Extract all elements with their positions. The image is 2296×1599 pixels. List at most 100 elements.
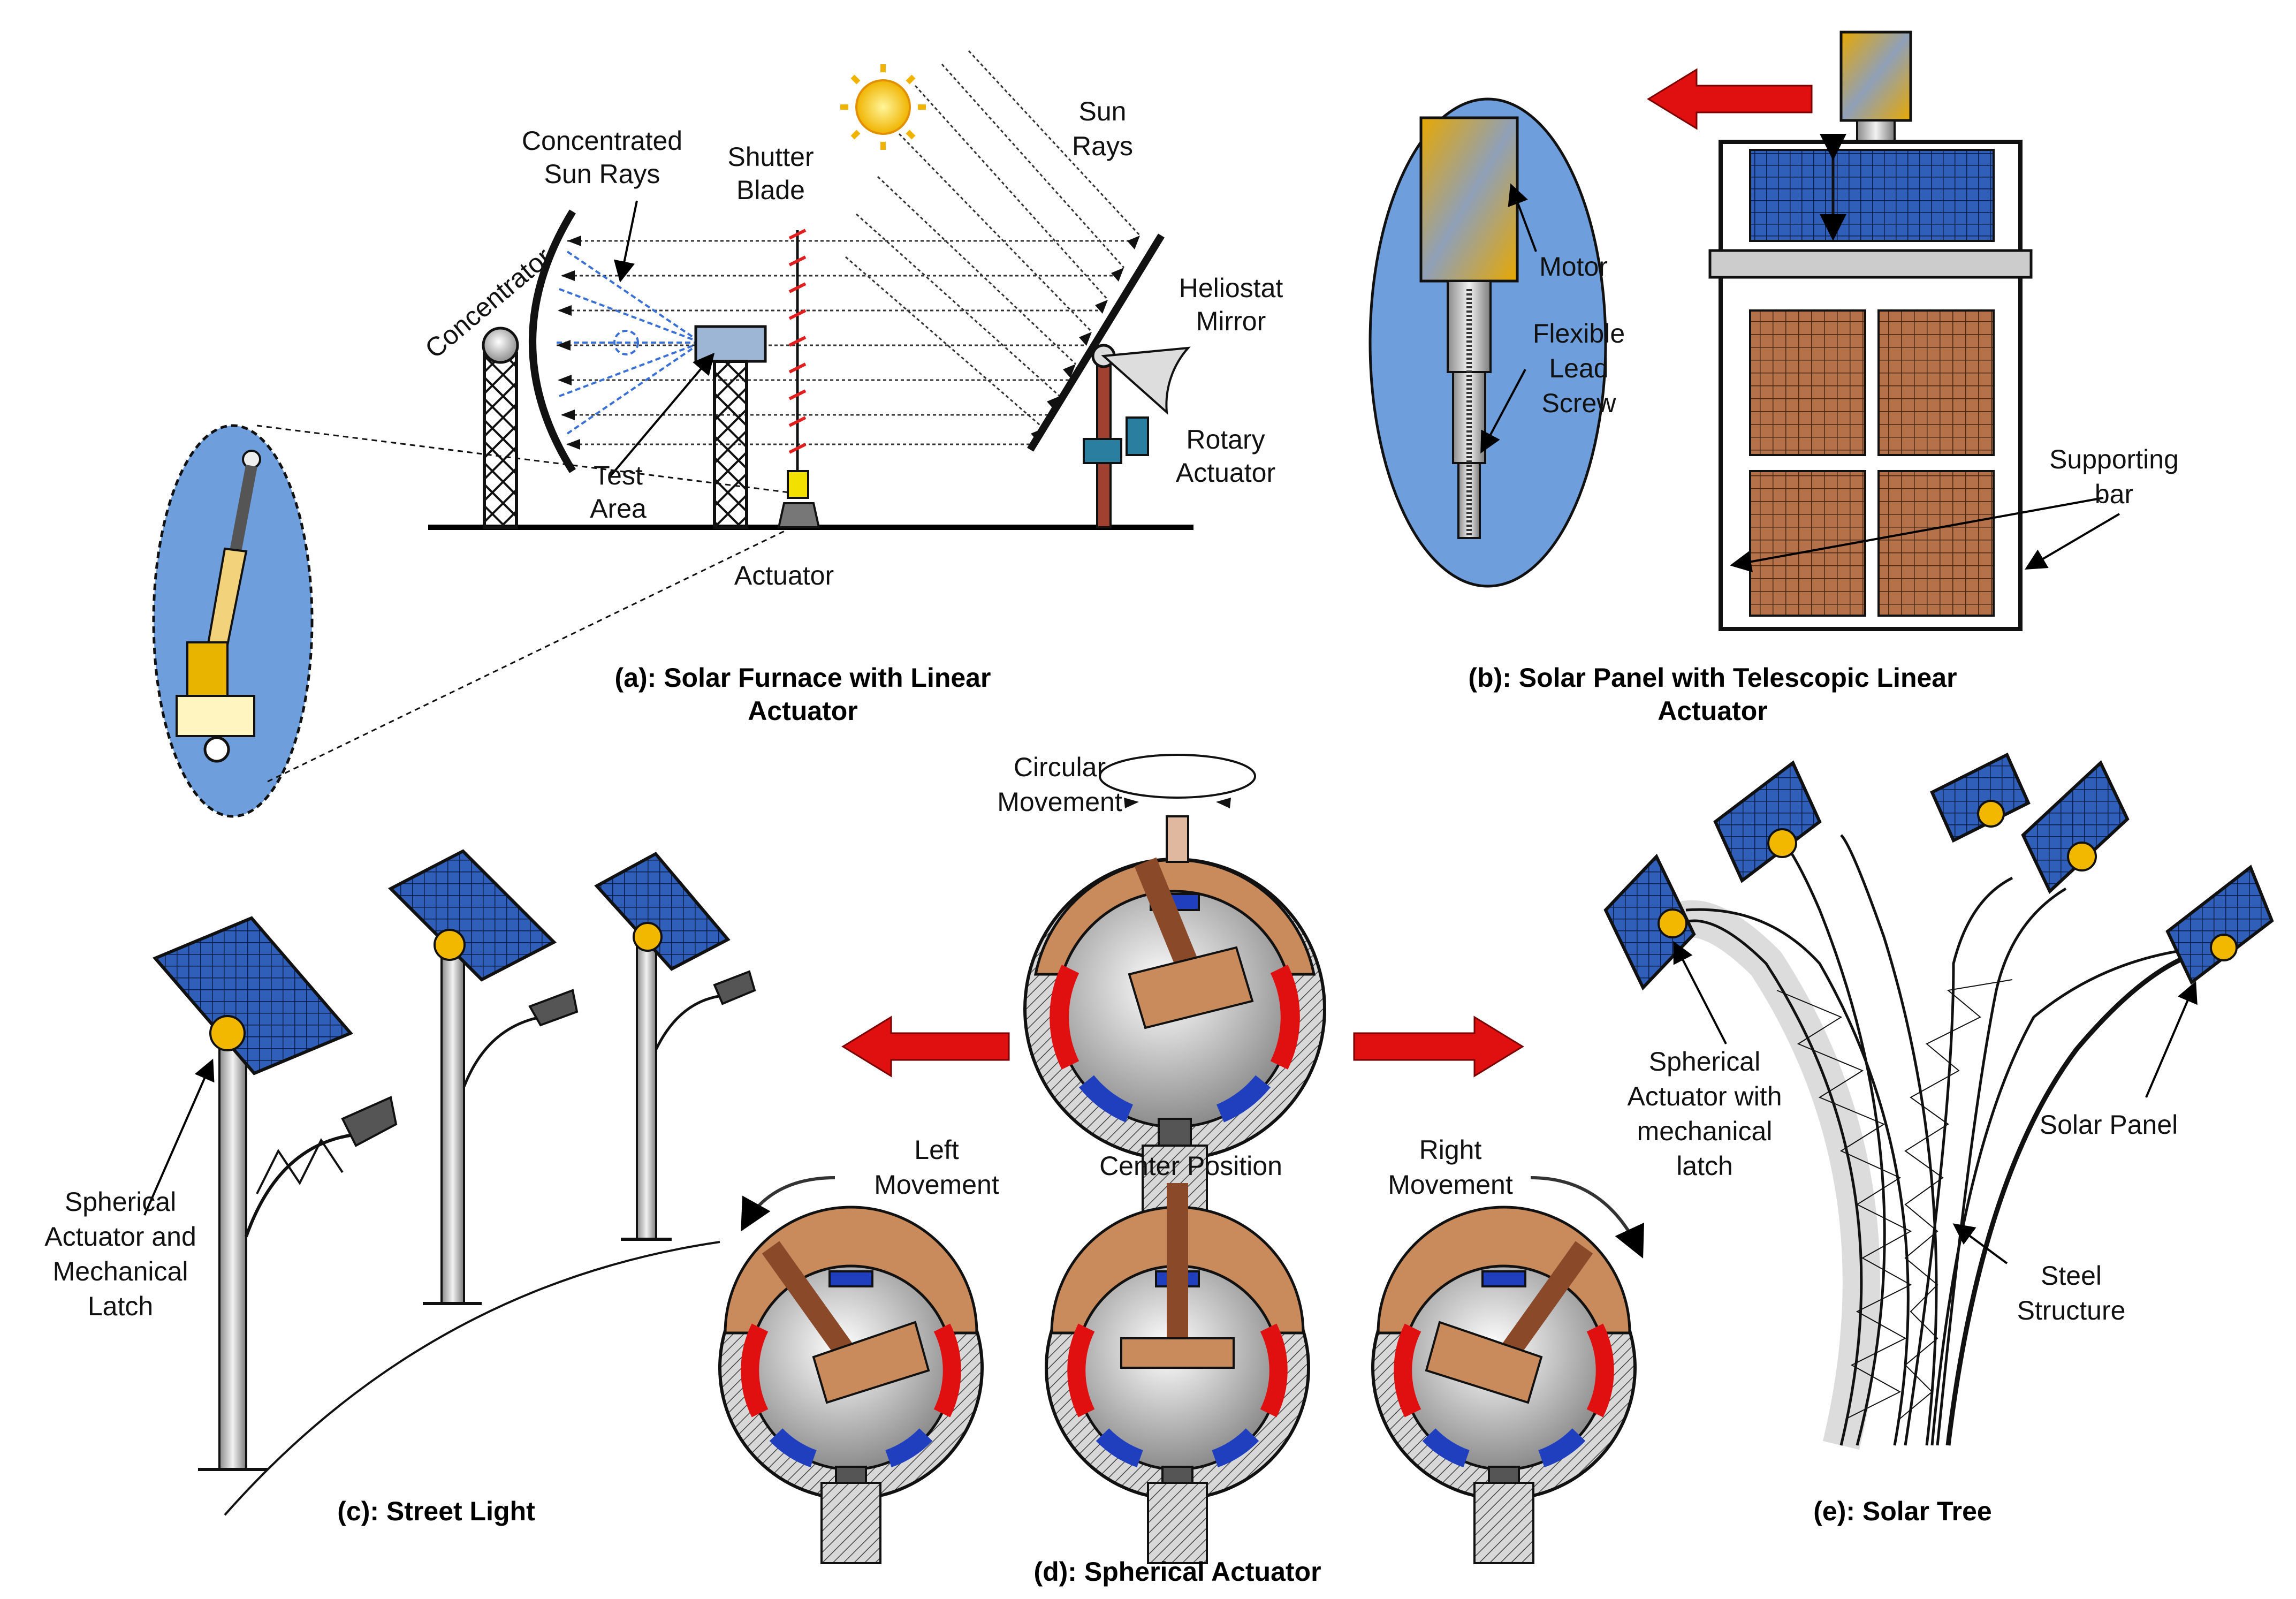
concentrator-dish (529, 209, 576, 473)
pointer-c (143, 1058, 215, 1216)
sphere-center (1045, 1183, 1310, 1564)
label-heliostat-1: Heliostat (1179, 273, 1283, 303)
spherical-actuator-c2 (434, 929, 466, 961)
label-support-2: bar (2095, 479, 2133, 509)
label-solar-panel: Solar Panel (2040, 1110, 2178, 1140)
label-steel-2: Structure (2017, 1295, 2126, 1325)
label-c-sph-2: Actuator and (44, 1222, 196, 1252)
sphere-right (1371, 1206, 1637, 1564)
solar-panel-frame (1708, 134, 2033, 631)
caption-c: (c): Street Light (337, 1496, 535, 1526)
label-c-sph-4: Latch (88, 1291, 153, 1321)
sun-icon (840, 64, 926, 150)
spherical-actuator-e3 (1977, 800, 2005, 828)
label-right-2: Movement (1388, 1170, 1513, 1200)
concentrated-rays (557, 251, 702, 435)
circular-movement-arrow (1099, 754, 1256, 799)
label-test-1: Test (594, 460, 643, 490)
street-light-2 (387, 849, 579, 1305)
label-center: Center Position (1099, 1151, 1282, 1181)
label-rotary-2: Actuator (1176, 458, 1275, 488)
street-light-3 (594, 852, 756, 1241)
panel-d-spherical-actuator: Circular Movement Left Movement Center P… (718, 752, 1644, 1587)
label-left-1: Left (914, 1135, 959, 1165)
label-circ-2: Movement (997, 787, 1122, 817)
label-motor: Motor (1539, 252, 1608, 282)
label-flex-1: Flexible (1533, 319, 1625, 348)
panel-a-solar-furnace: Concentrated Sun Rays Shutter Blade Sun … (152, 50, 1283, 818)
telescopic-screw (1447, 280, 1492, 539)
label-right-1: Right (1419, 1135, 1482, 1165)
motor-body (1419, 116, 1519, 283)
trunk-shadow (1674, 900, 1880, 1450)
spherical-actuator-e4 (2067, 842, 2097, 872)
label-flex-3: Screw (1542, 388, 1617, 418)
concentrator-arrowheads (557, 236, 581, 450)
solar-panel-c1 (153, 916, 353, 1075)
solar-panel-e4 (2021, 760, 2130, 894)
solar-panel-e3 (1930, 752, 2031, 843)
label-actuator: Actuator (734, 560, 834, 590)
label-circ-1: Circular (1014, 752, 1106, 782)
panel-a-pointers (609, 200, 715, 478)
spherical-actuator-e2 (1767, 828, 1797, 858)
red-arrow-right-d (1353, 1016, 1524, 1078)
label-rotary-1: Rotary (1186, 425, 1265, 454)
street-light-1 (153, 916, 398, 1471)
label-shutter-1: Shutter (727, 142, 814, 172)
caption-e: (e): Solar Tree (1813, 1496, 1991, 1526)
label-steel-1: Steel (2041, 1261, 2102, 1291)
spherical-actuator-e1 (1658, 908, 1687, 938)
incoming-sun-rays (845, 50, 1141, 429)
shutter-blade (777, 229, 820, 528)
label-shutter-2: Blade (736, 175, 805, 205)
solar-panel-e5 (2165, 865, 2274, 985)
spherical-actuator-e5 (2210, 934, 2238, 961)
label-concentrated-2: Sun Rays (544, 159, 660, 189)
right-movement-arrow (1530, 1176, 1644, 1259)
caption-a-2: Actuator (748, 696, 858, 726)
panel-e-solar-tree: Spherical Actuator with mechanical latch… (1603, 752, 2274, 1526)
caption-a-1: (a): Solar Furnace with Linear (615, 663, 991, 693)
panel-b-pointers (1480, 183, 2120, 572)
trunk-lattice (1776, 979, 2013, 1419)
panel-c-street-light: Spherical Actuator and Mechanical Latch … (44, 849, 756, 1526)
label-sun-1: Sun (1079, 96, 1127, 126)
label-e-sph-4: latch (1676, 1151, 1733, 1181)
label-test-2: Area (590, 494, 647, 524)
heliostat-mirror (1027, 233, 1191, 528)
caption-b-2: Actuator (1658, 696, 1768, 726)
label-flex-2: Lead (1549, 353, 1608, 383)
solar-panel-c3 (594, 852, 731, 971)
caption-b-1: (b): Solar Panel with Telescopic Linear (1468, 663, 1957, 693)
circular-arrowheads (1124, 798, 1231, 808)
top-motor (1839, 31, 1912, 122)
red-arrow-left-d (841, 1016, 1010, 1078)
ground-curve (224, 1241, 720, 1516)
solar-panel-e1 (1603, 853, 1696, 991)
label-c-sph-3: Mechanical (53, 1256, 188, 1286)
label-e-sph-1: Spherical (1649, 1047, 1760, 1077)
label-left-2: Movement (874, 1170, 999, 1200)
label-concentrated-1: Concentrated (522, 126, 682, 156)
spherical-actuator-c1 (209, 1015, 246, 1051)
label-sun-2: Rays (1072, 131, 1133, 161)
sphere-left (718, 1206, 984, 1564)
solar-panel-c2 (387, 849, 557, 982)
left-movement-arrow (741, 1176, 835, 1232)
panel-b-solar-panel: Motor Flexible Lead Screw Supporting bar… (1369, 31, 2179, 726)
linear-actuator-zoom-bubble (152, 424, 790, 818)
panel-e-pointers (1673, 941, 2198, 1264)
solar-panel-e2 (1713, 760, 1822, 883)
test-area (694, 325, 767, 529)
label-e-sph-3: mechanical (1637, 1116, 1773, 1146)
spherical-actuator-c3 (633, 922, 663, 952)
concentrator-tower (482, 327, 519, 529)
label-e-sph-2: Actuator with (1627, 1081, 1782, 1111)
red-arrow-left-b (1647, 68, 1813, 130)
label-support-1: Supporting (2049, 444, 2179, 474)
label-c-sph-1: Spherical (65, 1187, 176, 1217)
caption-d: (d): Spherical Actuator (1033, 1557, 1321, 1587)
